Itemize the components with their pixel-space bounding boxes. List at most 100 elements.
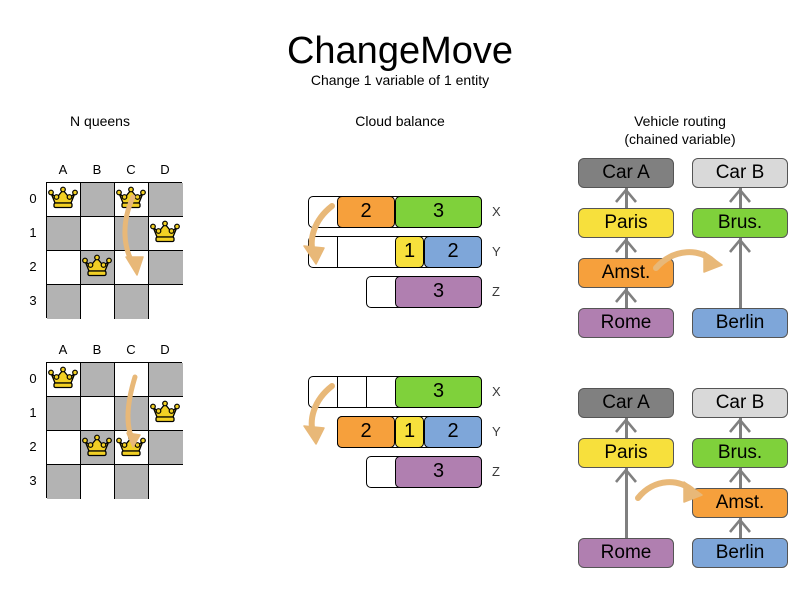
board-file-label: A <box>58 162 68 177</box>
route-node[interactable]: Paris <box>578 438 674 468</box>
route-edge-arrowhead <box>615 467 637 483</box>
route-edge <box>624 288 628 308</box>
route-edge-arrowhead <box>615 237 637 253</box>
board-cell[interactable] <box>47 183 81 217</box>
route-edge <box>738 468 742 488</box>
board-cell[interactable] <box>81 217 115 251</box>
board-cell[interactable] <box>47 465 81 499</box>
route-edge <box>624 468 628 538</box>
route-node[interactable]: Amst. <box>692 488 788 518</box>
page-subtitle: Change 1 variable of 1 entity <box>310 72 490 88</box>
section-heading-vehicle-routing-line2: (chained variable) <box>624 131 736 147</box>
route-node[interactable]: Rome <box>578 538 674 568</box>
cloud-process-segment[interactable]: 3 <box>395 276 482 308</box>
route-edge <box>738 418 742 438</box>
board-cell[interactable] <box>81 285 115 319</box>
cloud-computer-label: X <box>492 204 501 219</box>
cloud-bar-row: 3 <box>366 276 482 308</box>
board-cell[interactable] <box>115 431 149 465</box>
board-cell[interactable] <box>149 217 183 251</box>
board-file-label: C <box>126 162 136 177</box>
cloud-bar-row: 3 <box>366 456 482 488</box>
board-cell[interactable] <box>47 217 81 251</box>
board-cell[interactable] <box>47 431 81 465</box>
cloud-process-segment[interactable]: 2 <box>337 416 395 448</box>
board-cell[interactable] <box>115 217 149 251</box>
board-cell[interactable] <box>115 183 149 217</box>
cloud-process-segment[interactable]: 2 <box>424 236 482 268</box>
cloud-process-segment[interactable]: 2 <box>424 416 482 448</box>
board-cell[interactable] <box>47 285 81 319</box>
route-edge-arrowhead <box>729 417 751 433</box>
cloud-process-segment[interactable]: 1 <box>395 236 424 268</box>
board-rank-label: 3 <box>29 293 37 308</box>
route-edge <box>624 188 628 208</box>
route-node[interactable]: Car B <box>692 158 788 188</box>
board-cell[interactable] <box>115 251 149 285</box>
route-node[interactable]: Berlin <box>692 538 788 568</box>
route-node[interactable]: Brus. <box>692 438 788 468</box>
board-cell[interactable] <box>47 397 81 431</box>
route-edge-arrowhead <box>615 417 637 433</box>
board-rank-label: 3 <box>29 473 37 488</box>
route-edge <box>738 188 742 208</box>
route-node[interactable]: Rome <box>578 308 674 338</box>
board-cell[interactable] <box>149 465 183 499</box>
cloud-bar-row: 3 <box>308 376 482 408</box>
board-cell[interactable] <box>149 431 183 465</box>
cloud-process-segment[interactable]: 2 <box>337 196 395 228</box>
cloud-computer-label: X <box>492 384 501 399</box>
board-file-label: B <box>92 162 102 177</box>
board-cell[interactable] <box>47 251 81 285</box>
board-cell[interactable] <box>115 363 149 397</box>
board-rank-label: 2 <box>29 259 37 274</box>
route-node[interactable]: Brus. <box>692 208 788 238</box>
cloud-computer-label: Z <box>492 464 500 479</box>
board-file-label: D <box>160 162 170 177</box>
board-cell[interactable] <box>47 363 81 397</box>
route-edge <box>738 238 742 308</box>
route-edge-arrowhead <box>729 187 751 203</box>
board-cell[interactable] <box>149 397 183 431</box>
board-cell[interactable] <box>81 251 115 285</box>
board-cell[interactable] <box>149 251 183 285</box>
route-node[interactable]: Car B <box>692 388 788 418</box>
cloud-computer-label: Z <box>492 284 500 299</box>
cloud-process-segment[interactable]: 3 <box>395 196 482 228</box>
cloud-bar-divider <box>366 377 367 407</box>
board-cell[interactable] <box>115 285 149 319</box>
route-node[interactable]: Amst. <box>578 258 674 288</box>
section-heading-cloud-balance: Cloud balance <box>355 113 445 129</box>
cloud-computer-label: Y <box>492 424 501 439</box>
board-cell[interactable] <box>81 363 115 397</box>
route-node[interactable]: Paris <box>578 208 674 238</box>
cloud-process-segment[interactable]: 1 <box>395 416 424 448</box>
board-cell[interactable] <box>81 465 115 499</box>
board-cell[interactable] <box>149 183 183 217</box>
board-cell[interactable] <box>115 397 149 431</box>
page-title: ChangeMove <box>286 30 514 72</box>
cloud-process-segment[interactable]: 3 <box>395 376 482 408</box>
route-node[interactable]: Car A <box>578 388 674 418</box>
board-rank-label: 0 <box>29 191 37 206</box>
section-heading-vehicle-routing: Vehicle routing (chained variable) <box>580 112 780 148</box>
board-cell[interactable] <box>81 397 115 431</box>
route-node[interactable]: Berlin <box>692 308 788 338</box>
cloud-process-segment[interactable]: 3 <box>395 456 482 488</box>
route-edge-arrowhead <box>729 517 751 533</box>
route-node[interactable]: Car A <box>578 158 674 188</box>
board-cell[interactable] <box>81 431 115 465</box>
route-edge-arrowhead <box>615 287 637 303</box>
route-edge-arrowhead <box>729 237 751 253</box>
board-file-label: B <box>92 342 102 357</box>
board-cell[interactable] <box>81 183 115 217</box>
board-cell[interactable] <box>115 465 149 499</box>
board-rank-label: 0 <box>29 371 37 386</box>
board-cell[interactable] <box>149 363 183 397</box>
board-cell[interactable] <box>149 285 183 319</box>
